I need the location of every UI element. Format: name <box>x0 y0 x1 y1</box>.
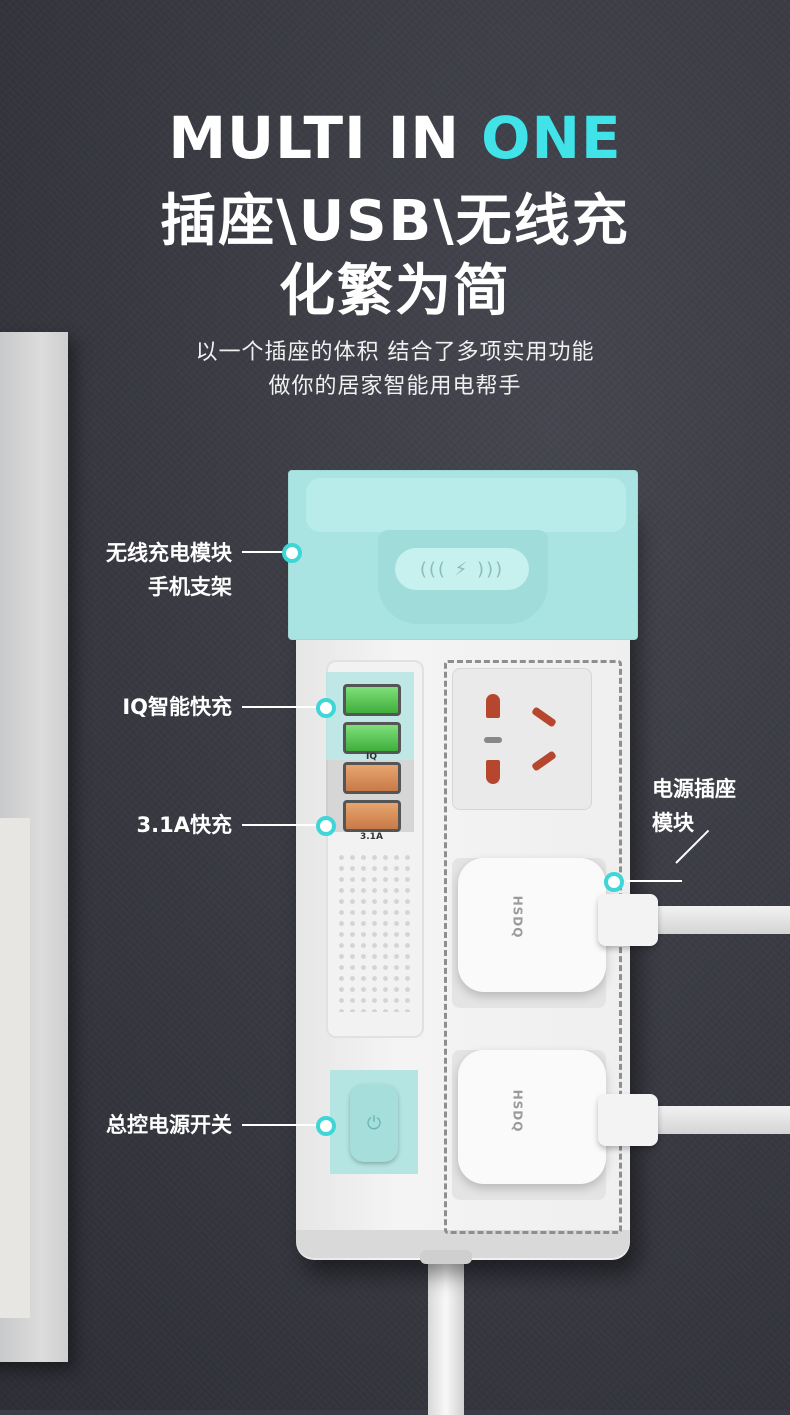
wireless-charge-icon: ((( ⚡ ))) <box>395 548 529 590</box>
callout-line-iq <box>242 706 318 708</box>
callout-fast: 3.1A快充 <box>136 813 232 837</box>
callout-wireless-line2: 手机支架 <box>148 575 232 599</box>
callout-socket: 电源插座 模块 <box>652 772 764 840</box>
socket-ground <box>484 737 502 743</box>
plug-2 <box>458 1050 606 1184</box>
callout-dot-iq <box>316 698 336 718</box>
socket-outlet-1[interactable] <box>452 668 592 810</box>
callout-iq: IQ智能快充 <box>122 695 232 719</box>
callout-line-wireless <box>242 551 286 553</box>
main-cable <box>428 1255 464 1415</box>
callout-wireless-line1: 无线充电模块 <box>106 541 232 565</box>
plug-1 <box>458 858 606 992</box>
callout-dot-wireless <box>282 543 302 563</box>
callout-socket-line1: 电源插座 <box>652 777 736 801</box>
plug-brand-1: HSDQ <box>510 895 525 939</box>
socket-pin <box>486 760 500 784</box>
plug-cord-2 <box>598 1094 658 1146</box>
headline: MULTI IN ONE <box>0 104 790 172</box>
description-line-1: 以一个插座的体积 结合了多项实用功能 <box>195 340 595 365</box>
headline-white: MULTI IN <box>168 104 482 172</box>
iq-port-label: IQ <box>366 752 377 762</box>
plug-brand-2: HSDQ <box>510 1089 525 1133</box>
callout-dot-switch <box>316 1116 336 1136</box>
callout-line-switch <box>242 1124 318 1126</box>
callout-dot-fast <box>316 816 336 836</box>
side-cable-2 <box>640 1106 790 1134</box>
book-page <box>0 818 30 1318</box>
side-cable-1 <box>640 906 790 934</box>
callout-line-socket <box>626 880 682 882</box>
fast-port-label: 3.1A <box>360 832 383 842</box>
callout-line-fast <box>242 824 318 826</box>
headline-accent: ONE <box>481 104 622 172</box>
socket-module-frame <box>444 660 622 1234</box>
description-line-2: 做你的居家智能用电帮手 <box>268 374 522 399</box>
power-icon: ⏻ <box>366 1112 382 1134</box>
cable-ring <box>420 1250 472 1264</box>
vent-dots <box>336 852 412 1012</box>
power-switch-button[interactable]: ⏻ <box>350 1084 398 1162</box>
phone-stand-ledge <box>306 478 626 532</box>
subtitle-line-1: 插座\USB\无线充 <box>160 189 630 254</box>
callout-switch: 总控电源开关 <box>106 1113 232 1137</box>
usb-port-iq-1[interactable] <box>343 684 401 716</box>
socket-pin <box>486 694 500 718</box>
callout-socket-line2: 模块 <box>652 811 694 835</box>
usb-port-fast-1[interactable] <box>343 762 401 794</box>
usb-port-iq-2[interactable] <box>343 722 401 754</box>
usb-port-fast-2[interactable] <box>343 800 401 832</box>
callout-wireless: 无线充电模块 手机支架 <box>70 536 232 604</box>
plug-cord-1 <box>598 894 658 946</box>
callout-dot-socket <box>604 872 624 892</box>
subtitle-line-2: 化繁为简 <box>279 259 511 324</box>
